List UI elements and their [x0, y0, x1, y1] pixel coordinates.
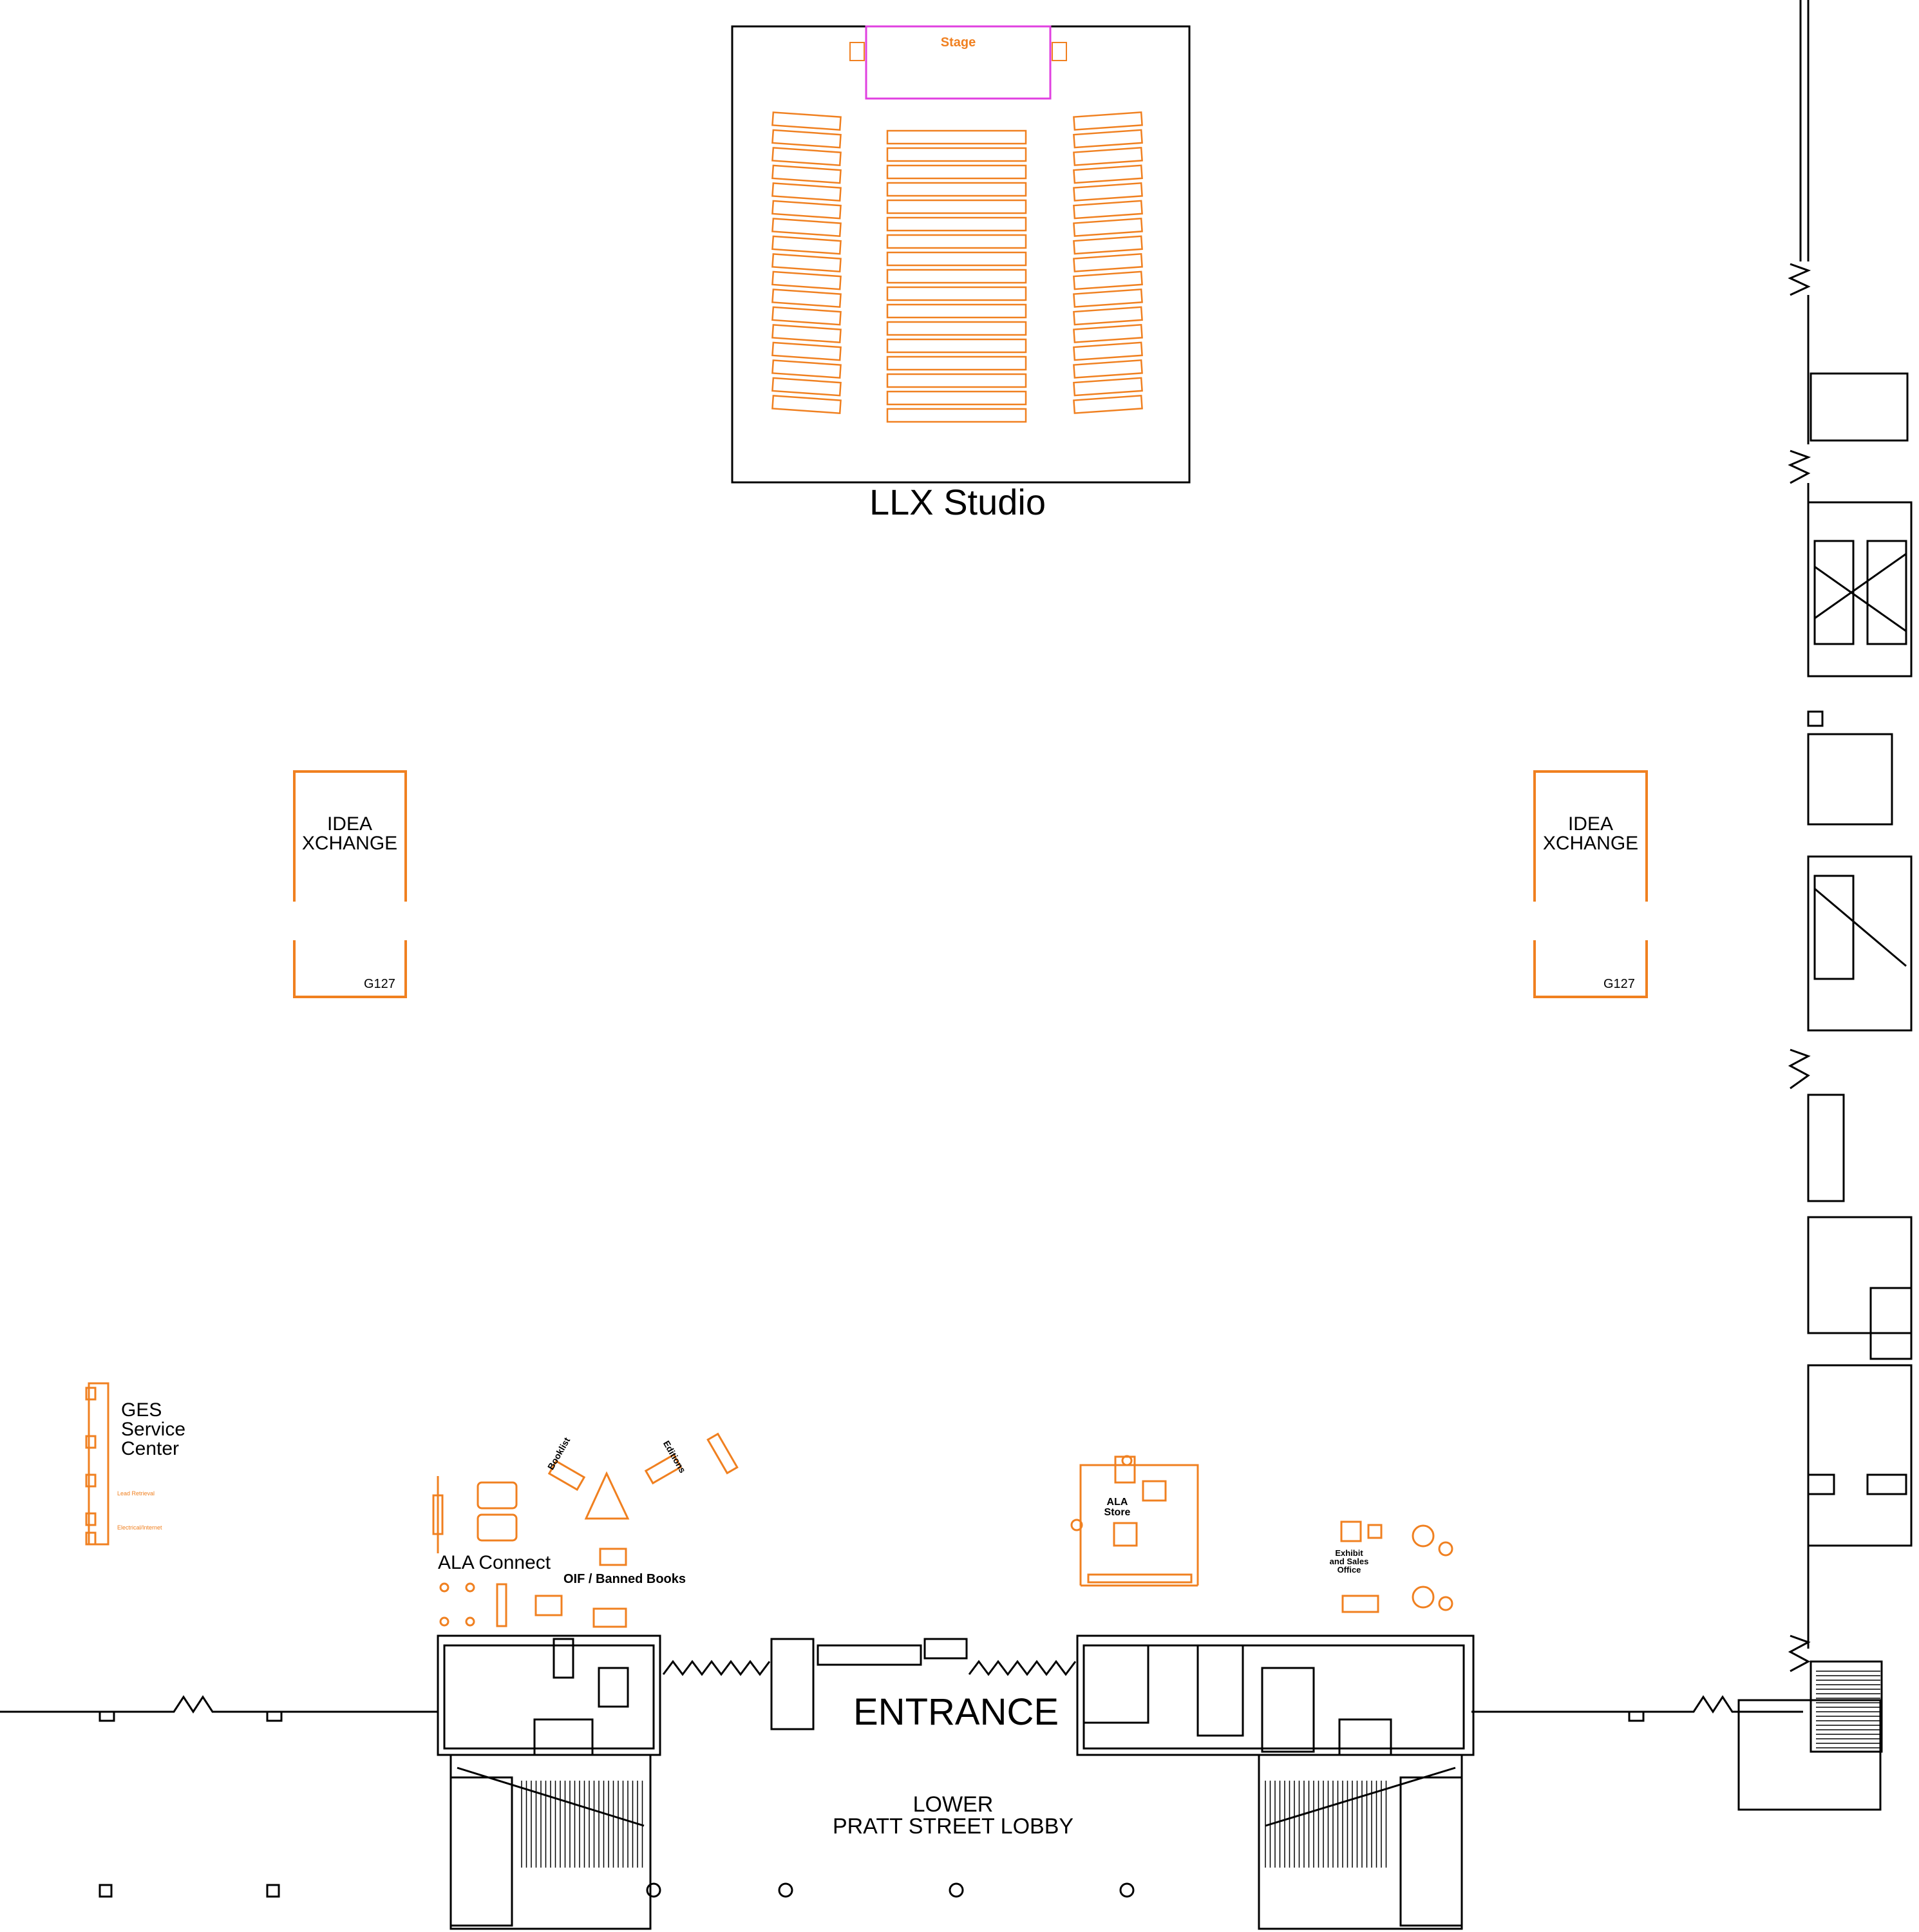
- seat-row: [771, 377, 842, 397]
- east-wall: [1737, 0, 1913, 1811]
- seat-row: [1073, 182, 1143, 202]
- stage: [865, 25, 1052, 100]
- oif-banned-books-label: OIF / Banned Books: [563, 1572, 686, 1586]
- idea-xchange-right-label: IDEA XCHANGE: [1542, 813, 1639, 854]
- llx-studio-room: [731, 25, 1191, 484]
- seat-row: [886, 373, 1027, 388]
- seat-row: [886, 408, 1027, 423]
- seat-row: [886, 147, 1027, 162]
- seat-row: [886, 269, 1027, 284]
- seat-row: [1073, 306, 1143, 326]
- llx-studio-label: LLX Studio: [869, 482, 1046, 522]
- idea-xchange-left-room: G127: [364, 977, 395, 991]
- seat-row: [1073, 164, 1143, 184]
- seat-row: [1073, 129, 1143, 149]
- lobby-label: LOWER PRATT STREET LOBBY: [832, 1792, 1074, 1839]
- seat-row: [771, 164, 842, 184]
- seat-row: [1073, 377, 1143, 397]
- seat-row: [886, 164, 1027, 180]
- south-wall: [0, 1634, 1803, 1930]
- seat-row: [886, 321, 1027, 336]
- seat-row: [1073, 341, 1143, 361]
- seat-row: [1073, 252, 1143, 272]
- seat-row: [1073, 200, 1143, 220]
- seat-row: [771, 200, 842, 220]
- seat-row: [771, 289, 842, 308]
- seat-row: [771, 218, 842, 238]
- stage-label: Stage: [940, 35, 976, 50]
- ges-service-center-desk: [85, 1382, 109, 1546]
- ala-connect-label: ALA Connect: [438, 1552, 551, 1573]
- seat-row: [1073, 323, 1143, 343]
- idea-xchange-left: [293, 770, 407, 998]
- seat-row: [886, 338, 1027, 354]
- seat-row: [886, 251, 1027, 267]
- lobby-stairs: [521, 1781, 1387, 1868]
- seat-row: [1073, 288, 1143, 308]
- seating-left: [771, 111, 842, 415]
- seat-row: [771, 253, 842, 273]
- seat-row: [886, 303, 1027, 319]
- east-stairs: [1816, 1671, 1880, 1748]
- ala-store-booth: [1070, 1455, 1199, 1587]
- idea-xchange-right-room: G127: [1603, 977, 1635, 991]
- seat-row: [886, 355, 1027, 371]
- seat-row: [771, 235, 842, 255]
- seat-row: [771, 147, 842, 167]
- ges-electrical-label: Electrical/Internet: [117, 1524, 162, 1531]
- seat-row: [1073, 270, 1143, 290]
- idea-xchange-right: [1533, 770, 1648, 998]
- seating-right: [1073, 111, 1143, 414]
- seat-row: [771, 395, 842, 415]
- seat-row: [771, 324, 842, 344]
- entrance-label: ENTRANCE: [853, 1691, 1059, 1733]
- seat-row: [886, 129, 1027, 145]
- ges-lead-retrieval-label: Lead Retrieval: [117, 1490, 155, 1497]
- seat-row: [1073, 111, 1143, 131]
- ala-store-label: ALA Store: [1104, 1497, 1131, 1518]
- seating-center: [886, 129, 1027, 423]
- seat-row: [771, 270, 842, 290]
- seat-row: [1073, 217, 1143, 237]
- seat-row: [886, 199, 1027, 214]
- seat-row: [886, 182, 1027, 197]
- ges-service-center-label: GES Service Center: [121, 1399, 186, 1459]
- ala-connect-furniture: [432, 1432, 739, 1628]
- seat-row: [771, 111, 842, 131]
- seat-row: [886, 390, 1027, 406]
- seat-row: [886, 286, 1027, 301]
- seat-row: [1073, 146, 1143, 166]
- seat-row: [886, 234, 1027, 249]
- seat-row: [1073, 394, 1143, 414]
- seat-row: [886, 216, 1027, 232]
- exhibit-office-label: Exhibit and Sales Office: [1329, 1548, 1369, 1575]
- idea-xchange-left-label: IDEA XCHANGE: [301, 813, 398, 854]
- seat-row: [771, 341, 842, 361]
- seat-row: [771, 182, 842, 202]
- seat-row: [771, 129, 842, 149]
- seat-row: [771, 306, 842, 326]
- seat-row: [771, 359, 842, 379]
- seat-row: [1073, 235, 1143, 255]
- exhibit-office-furniture: [1340, 1520, 1453, 1613]
- seat-row: [1073, 359, 1143, 379]
